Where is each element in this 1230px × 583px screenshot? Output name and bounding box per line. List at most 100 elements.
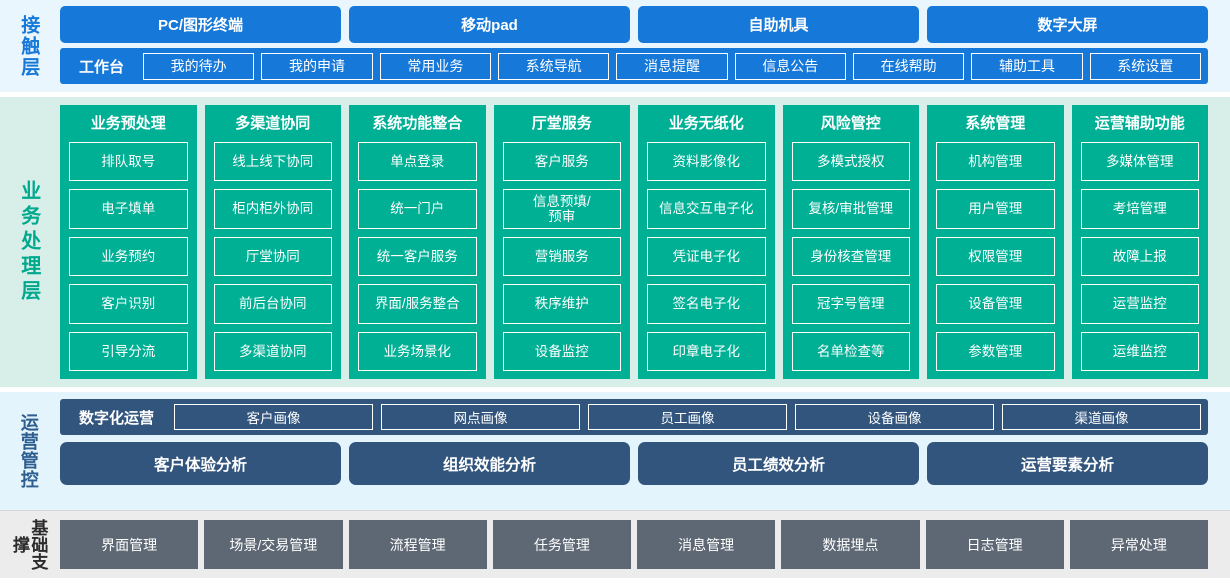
business-column: 业务无纸化 资料影像化 信息交互电子化 凭证电子化 签名电子化 印章电子化 bbox=[638, 105, 775, 379]
channel-item[interactable]: PC/图形终端 bbox=[60, 6, 341, 43]
layer-operations: 运营管控 数字化运营 客户画像 网点画像 员工画像 设备画像 渠道画像 客户体验… bbox=[0, 392, 1230, 510]
analysis-item[interactable]: 运营要素分析 bbox=[927, 442, 1208, 485]
business-item[interactable]: 单点登录 bbox=[358, 142, 477, 182]
business-column-items: 机构管理 用户管理 权限管理 设备管理 参数管理 bbox=[936, 142, 1055, 372]
channel-item[interactable]: 自助机具 bbox=[638, 6, 919, 43]
analysis-item[interactable]: 客户体验分析 bbox=[60, 442, 341, 485]
business-column: 系统管理 机构管理 用户管理 权限管理 设备管理 参数管理 bbox=[927, 105, 1064, 379]
digital-operations-title: 数字化运营 bbox=[79, 409, 155, 427]
business-item[interactable]: 秩序维护 bbox=[502, 284, 621, 324]
business-item[interactable]: 电子填单 bbox=[69, 189, 188, 229]
business-item[interactable]: 客户服务 bbox=[502, 142, 621, 182]
business-item[interactable]: 印章电子化 bbox=[647, 331, 766, 372]
business-column-title: 业务无纸化 bbox=[668, 115, 744, 132]
portrait-item[interactable]: 客户画像 bbox=[174, 404, 374, 430]
workbench-item[interactable]: 消息提醒 bbox=[616, 52, 728, 80]
digital-operations-row: 数字化运营 客户画像 网点画像 员工画像 设备画像 渠道画像 bbox=[60, 399, 1208, 435]
business-column: 风险管控 多模式授权 复核/审批管理 身份核查管理 冠字号管理 名单检查等 bbox=[782, 105, 919, 379]
layer-contact-label: 接触层 bbox=[18, 14, 40, 78]
analysis-row: 客户体验分析 组织效能分析 员工绩效分析 运营要素分析 bbox=[60, 442, 1208, 485]
business-item[interactable]: 引导分流 bbox=[69, 331, 188, 372]
business-item[interactable]: 厅堂协同 bbox=[213, 236, 332, 277]
business-item[interactable]: 信息交互电子化 bbox=[647, 189, 766, 229]
foundation-item[interactable]: 场景/交易管理 bbox=[204, 520, 343, 569]
business-item[interactable]: 复核/审批管理 bbox=[791, 189, 910, 229]
business-item[interactable]: 统一门户 bbox=[358, 189, 477, 229]
analysis-item[interactable]: 员工绩效分析 bbox=[638, 442, 919, 485]
business-column-items: 线上线下协同 柜内柜外协同 厅堂协同 前后台协同 多渠道协同 bbox=[213, 142, 332, 372]
workbench-title: 工作台 bbox=[79, 58, 125, 76]
channel-item[interactable]: 数字大屏 bbox=[927, 6, 1208, 43]
business-item[interactable]: 多模式授权 bbox=[791, 142, 910, 182]
business-item[interactable]: 故障上报 bbox=[1080, 236, 1199, 277]
layer-business-label: 业务处理层 bbox=[17, 179, 40, 305]
layer-contact-body: PC/图形终端 移动pad 自助机具 数字大屏 工作台 我的待办 我的申请 常用… bbox=[56, 0, 1230, 92]
business-item[interactable]: 冠字号管理 bbox=[791, 284, 910, 324]
business-item[interactable]: 业务预约 bbox=[69, 236, 188, 277]
business-item[interactable]: 运营监控 bbox=[1080, 284, 1199, 324]
business-item[interactable]: 多媒体管理 bbox=[1080, 142, 1199, 182]
business-item[interactable]: 业务场景化 bbox=[358, 331, 477, 372]
business-item[interactable]: 设备监控 bbox=[502, 331, 621, 372]
business-item[interactable]: 多渠道协同 bbox=[213, 331, 332, 372]
band-gap bbox=[0, 92, 1230, 97]
business-item[interactable]: 运维监控 bbox=[1080, 331, 1199, 372]
business-column-items: 资料影像化 信息交互电子化 凭证电子化 签名电子化 印章电子化 bbox=[647, 142, 766, 372]
layer-operations-label: 运营管控 bbox=[18, 413, 39, 489]
layer-foundation: 基础支撑 界面管理 场景/交易管理 流程管理 任务管理 消息管理 数据埋点 日志… bbox=[0, 510, 1230, 578]
foundation-item[interactable]: 日志管理 bbox=[925, 520, 1064, 569]
business-item[interactable]: 凭证电子化 bbox=[647, 236, 766, 277]
layer-business: 业务处理层 业务预处理 排队取号 电子填单 业务预约 客户识别 引导分流 多渠道… bbox=[0, 97, 1230, 387]
portrait-item[interactable]: 网点画像 bbox=[381, 404, 581, 430]
foundation-item[interactable]: 消息管理 bbox=[637, 520, 776, 569]
business-column-title: 业务预处理 bbox=[90, 115, 166, 132]
workbench-item[interactable]: 系统设置 bbox=[1089, 52, 1201, 80]
workbench-item[interactable]: 辅助工具 bbox=[971, 52, 1083, 80]
workbench-row: 工作台 我的待办 我的申请 常用业务 系统导航 消息提醒 信息公告 在线帮助 辅… bbox=[60, 48, 1208, 84]
business-item[interactable]: 签名电子化 bbox=[647, 284, 766, 324]
workbench-item[interactable]: 系统导航 bbox=[498, 52, 610, 80]
workbench-item[interactable]: 常用业务 bbox=[379, 52, 491, 80]
workbench-item[interactable]: 信息公告 bbox=[734, 52, 846, 80]
portrait-item[interactable]: 渠道画像 bbox=[1002, 404, 1202, 430]
business-item[interactable]: 用户管理 bbox=[936, 189, 1055, 229]
layer-foundation-label: 基础支撑 bbox=[10, 519, 48, 570]
business-column-title: 运营辅助功能 bbox=[1094, 115, 1185, 132]
business-item[interactable]: 统一客户服务 bbox=[358, 236, 477, 277]
business-item[interactable]: 界面/服务整合 bbox=[358, 284, 477, 324]
business-column: 运营辅助功能 多媒体管理 考培管理 故障上报 运营监控 运维监控 bbox=[1071, 105, 1208, 379]
business-item[interactable]: 参数管理 bbox=[936, 331, 1055, 372]
business-item[interactable]: 权限管理 bbox=[936, 236, 1055, 277]
business-item[interactable]: 线上线下协同 bbox=[213, 142, 332, 182]
business-item[interactable]: 机构管理 bbox=[936, 142, 1055, 182]
business-item[interactable]: 营销服务 bbox=[502, 236, 621, 277]
channel-item[interactable]: 移动pad bbox=[349, 6, 630, 43]
layer-foundation-body: 界面管理 场景/交易管理 流程管理 任务管理 消息管理 数据埋点 日志管理 异常… bbox=[56, 511, 1230, 578]
business-item[interactable]: 资料影像化 bbox=[647, 142, 766, 182]
workbench-item[interactable]: 在线帮助 bbox=[852, 52, 965, 80]
portrait-item[interactable]: 设备画像 bbox=[795, 404, 995, 430]
business-column-title: 风险管控 bbox=[820, 115, 881, 132]
workbench-item[interactable]: 我的待办 bbox=[143, 52, 255, 80]
business-item[interactable]: 柜内柜外协同 bbox=[213, 189, 332, 229]
layer-contact: 接触层 PC/图形终端 移动pad 自助机具 数字大屏 工作台 我的待办 我的申… bbox=[0, 0, 1230, 92]
business-item[interactable]: 设备管理 bbox=[936, 284, 1055, 324]
business-item[interactable]: 前后台协同 bbox=[213, 284, 332, 324]
foundation-item[interactable]: 任务管理 bbox=[492, 520, 631, 569]
foundation-item[interactable]: 流程管理 bbox=[348, 520, 487, 569]
business-column-items: 单点登录 统一门户 统一客户服务 界面/服务整合 业务场景化 bbox=[358, 142, 477, 372]
portrait-item[interactable]: 员工画像 bbox=[588, 404, 788, 430]
business-column: 系统功能整合 单点登录 统一门户 统一客户服务 界面/服务整合 业务场景化 bbox=[349, 105, 486, 379]
analysis-item[interactable]: 组织效能分析 bbox=[349, 442, 630, 485]
business-item[interactable]: 排队取号 bbox=[69, 142, 188, 182]
business-item[interactable]: 信息预填/ 预审 bbox=[502, 189, 621, 229]
workbench-item[interactable]: 我的申请 bbox=[261, 52, 373, 80]
foundation-item[interactable]: 数据埋点 bbox=[781, 520, 920, 569]
business-item[interactable]: 考培管理 bbox=[1080, 189, 1199, 229]
foundation-item[interactable]: 异常处理 bbox=[1069, 520, 1208, 569]
business-item[interactable]: 身份核查管理 bbox=[791, 236, 910, 277]
business-item[interactable]: 名单检查等 bbox=[791, 331, 910, 372]
business-item[interactable]: 客户识别 bbox=[69, 284, 188, 324]
foundation-item[interactable]: 界面管理 bbox=[60, 520, 199, 569]
